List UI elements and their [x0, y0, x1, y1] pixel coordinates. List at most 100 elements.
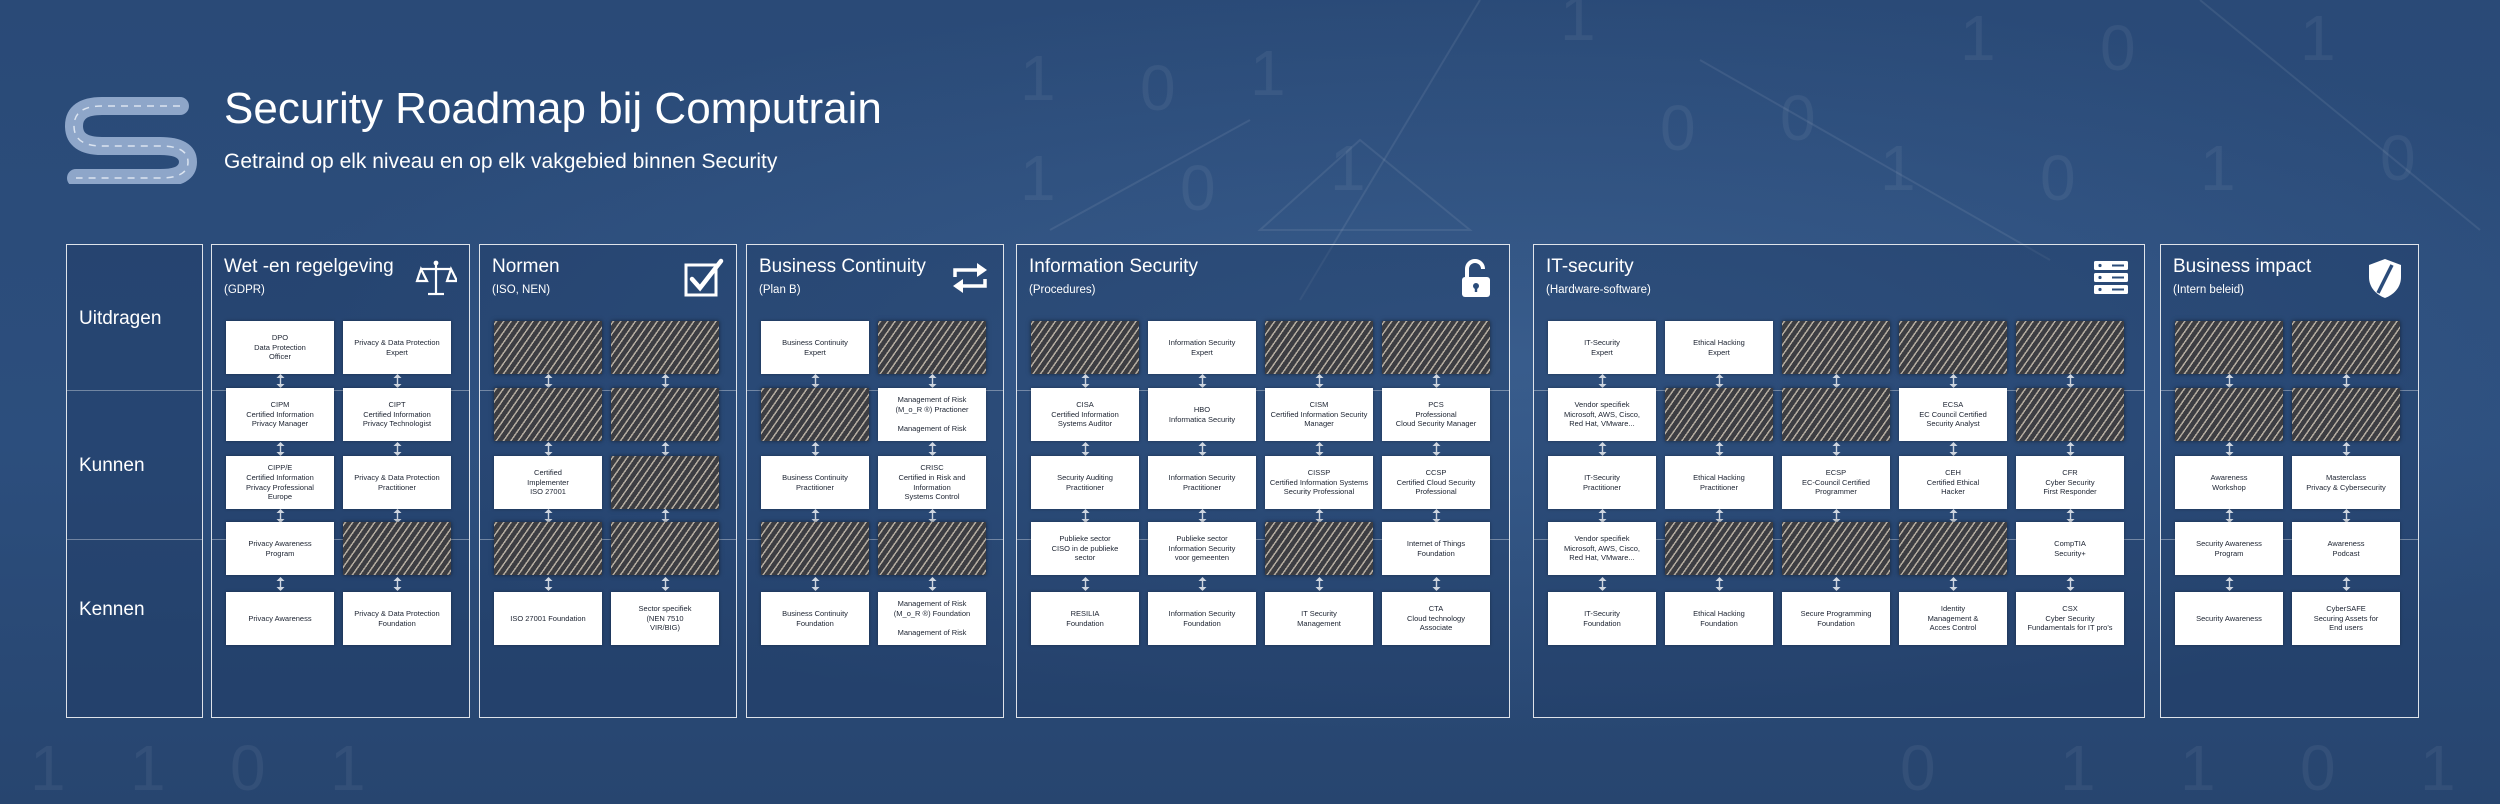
connector-arrow-icon	[1432, 508, 1441, 523]
connector-arrow-icon	[661, 576, 670, 591]
course-card: Privacy & Data Protection Expert	[343, 321, 451, 374]
course-card-label: Information Security Foundation	[1168, 608, 1236, 628]
course-card-label: Security Awareness	[2196, 613, 2262, 623]
course-card: Business Continuity Foundation	[761, 592, 869, 645]
server-stack-icon	[2090, 257, 2132, 299]
empty-placeholder-card	[761, 388, 869, 441]
connector-arrow-icon	[1198, 441, 1207, 456]
course-card-label: Management of Risk (M_o_R ®) Foundation …	[893, 598, 971, 638]
empty-placeholder-card	[494, 522, 602, 575]
course-card-label: Security Awareness Program	[2196, 538, 2262, 558]
panel-title: Information Security	[1029, 256, 1198, 277]
row-divider	[747, 390, 1003, 391]
empty-placeholder-card	[1782, 522, 1890, 575]
connector-arrow-icon	[661, 374, 670, 388]
connector-arrow-icon	[1832, 576, 1841, 591]
course-card: Management of Risk (M_o_R ®) Foundation …	[878, 592, 986, 645]
course-card: CIPM Certified Information Privacy Manag…	[226, 388, 334, 441]
connector-arrow-icon	[1315, 374, 1324, 388]
course-card-label: CIPM Certified Information Privacy Manag…	[246, 399, 314, 429]
row-divider	[1017, 539, 1509, 540]
svg-text:1: 1	[1960, 2, 1996, 74]
empty-placeholder-card	[494, 388, 602, 441]
connector-arrow-icon	[1715, 374, 1724, 388]
course-card: Publieke sector Information Security voo…	[1148, 522, 1256, 575]
empty-placeholder-card	[2292, 388, 2400, 441]
connector-arrow-icon	[811, 576, 820, 591]
empty-placeholder-card	[2016, 321, 2124, 374]
course-card-label: Identity Management & Acces Control	[1927, 603, 1979, 633]
empty-placeholder-card	[611, 388, 719, 441]
course-card-label: Privacy & Data Protection Foundation	[354, 608, 440, 628]
empty-placeholder-card	[2292, 321, 2400, 374]
empty-placeholder-card	[2175, 321, 2283, 374]
panel-subtitle: (Plan B)	[759, 284, 801, 296]
course-card: CISSP Certified Information Systems Secu…	[1265, 456, 1373, 509]
connector-arrow-icon	[661, 441, 670, 456]
connector-arrow-icon	[1949, 508, 1958, 523]
empty-placeholder-card	[1031, 321, 1139, 374]
connector-arrow-icon	[928, 508, 937, 523]
course-card: Ethical Hacking Practitioner	[1665, 456, 1773, 509]
course-card: Security Awareness Program	[2175, 522, 2283, 575]
row-divider	[212, 539, 469, 540]
course-card-label: CTA Cloud technology Associate	[1407, 603, 1465, 633]
empty-placeholder-card	[611, 522, 719, 575]
course-card-label: Ethical Hacking Practitioner	[1693, 472, 1745, 492]
connector-arrow-icon	[2342, 374, 2351, 388]
row-divider	[212, 390, 469, 391]
connector-arrow-icon	[928, 441, 937, 456]
course-card-label: CSX Cyber Security Fundamentals for IT p…	[2027, 603, 2113, 633]
course-card: Information Security Expert	[1148, 321, 1256, 374]
row-label-kennen: Kennen	[79, 599, 145, 620]
course-card: Internet of Things Foundation	[1382, 522, 1490, 575]
connector-arrow-icon	[811, 441, 820, 456]
row-divider	[747, 539, 1003, 540]
course-card: Ethical Hacking Foundation	[1665, 592, 1773, 645]
course-card-label: Privacy Awareness	[248, 613, 312, 623]
course-card-label: Internet of Things Foundation	[1406, 538, 1466, 558]
course-card: CIPP/E Certified Information Privacy Pro…	[226, 456, 334, 509]
course-card: Privacy & Data Protection Practitioner	[343, 456, 451, 509]
course-card: CompTIA Security+	[2016, 522, 2124, 575]
course-card: IT-Security Practitioner	[1548, 456, 1656, 509]
course-card-label: Privacy Awareness Program	[248, 538, 312, 558]
course-card-label: HBO Informatica Security	[1168, 404, 1236, 424]
course-card-label: Security Auditing Practitioner	[1057, 472, 1113, 492]
row-labels-panel: Uitdragen Kunnen Kennen	[66, 244, 203, 718]
empty-placeholder-card	[494, 321, 602, 374]
empty-placeholder-card	[878, 522, 986, 575]
course-card: Certified Implementer ISO 27001	[494, 456, 602, 509]
connector-arrow-icon	[1198, 374, 1207, 388]
panel-title: Business Continuity	[759, 256, 926, 277]
panel-impact: Business impact (Intern beleid) Awareness …	[2160, 244, 2419, 718]
svg-text:0: 0	[2300, 732, 2336, 804]
course-card-label: IT-Security Expert	[1584, 337, 1620, 357]
course-card: PCS Professional Cloud Security Manager	[1382, 388, 1490, 441]
course-card: Privacy Awareness	[226, 592, 334, 645]
panel-itsec: IT-security(Hardware-software)IT-Securit…	[1533, 244, 2145, 718]
course-card: RESILIA Foundation	[1031, 592, 1139, 645]
panel-subtitle: (Intern beleid)	[2173, 284, 2244, 296]
svg-text:1: 1	[130, 732, 166, 804]
course-card-label: Ethical Hacking Expert	[1693, 337, 1745, 357]
refresh-arrows-icon	[949, 257, 991, 299]
course-card-label: Awareness Workshop	[2210, 472, 2248, 492]
course-card: CCSP Certified Cloud Security Profession…	[1382, 456, 1490, 509]
svg-text:0: 0	[1660, 92, 1696, 164]
svg-text:0: 0	[1780, 82, 1816, 154]
connector-arrow-icon	[1432, 441, 1441, 456]
course-card: Security Auditing Practitioner	[1031, 456, 1139, 509]
row-label-uitdragen: Uitdragen	[79, 308, 162, 329]
course-card: DPO Data Protection Officer	[226, 321, 334, 374]
connector-arrow-icon	[393, 441, 402, 456]
panel-title: Business impact	[2173, 256, 2312, 277]
course-card: Identity Management & Acces Control	[1899, 592, 2007, 645]
connector-arrow-icon	[393, 374, 402, 388]
connector-arrow-icon	[1598, 374, 1607, 388]
course-card-label: CRISC Certified in Risk and Information …	[898, 462, 966, 502]
course-card: Awareness Workshop	[2175, 456, 2283, 509]
course-card-label: ECSP EC-Council Certified Programmer	[1802, 467, 1870, 497]
course-card: CFR Cyber Security First Responder	[2016, 456, 2124, 509]
empty-placeholder-card	[343, 522, 451, 575]
